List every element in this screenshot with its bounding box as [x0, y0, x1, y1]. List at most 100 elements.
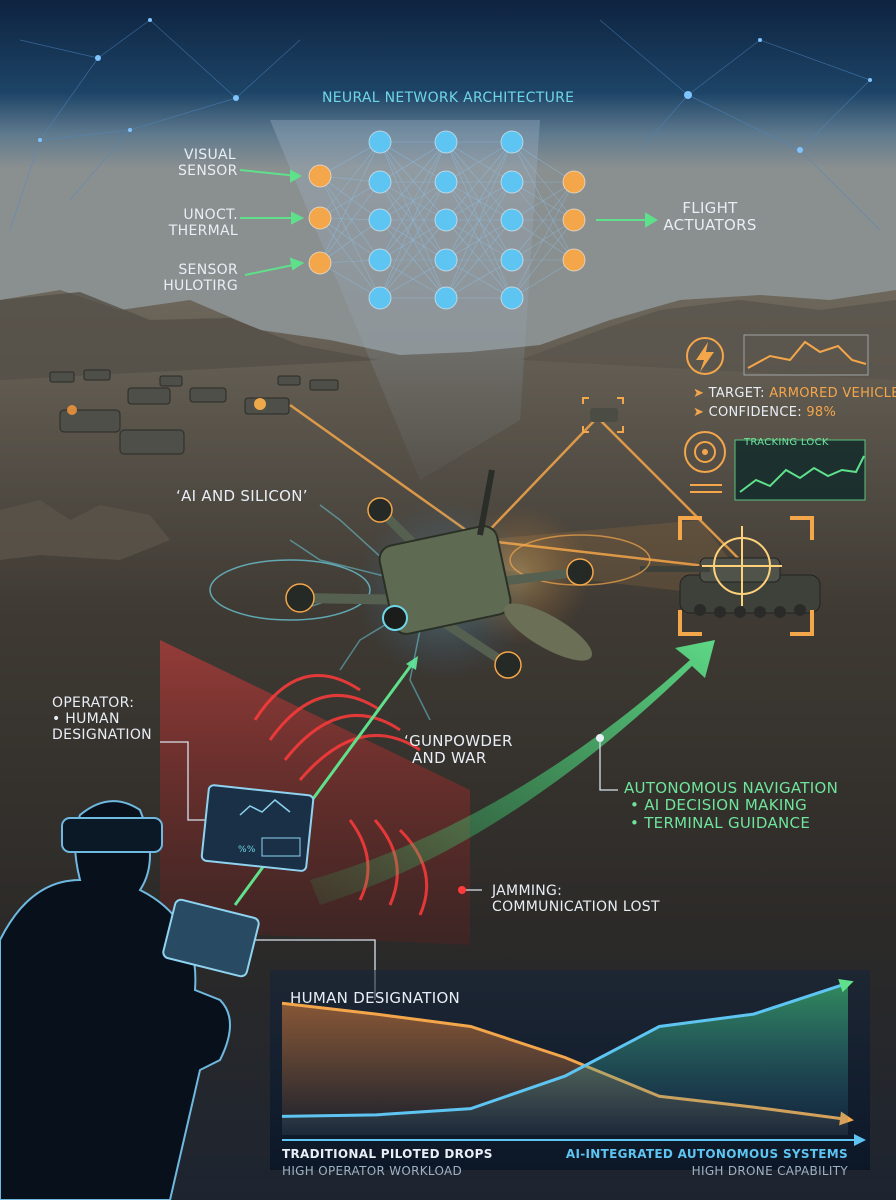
- nn-hidden-node: [368, 286, 392, 310]
- chart-series-arrow-1: [838, 978, 854, 993]
- hud-signal-chart: [747, 340, 867, 369]
- input-label-sensor: SENSOR HULOTIRG: [158, 262, 238, 294]
- nn-hidden-node: [500, 130, 524, 154]
- confidence-value: 98%: [806, 404, 837, 420]
- projection-beam: [270, 120, 540, 480]
- nn-hidden-node: [434, 248, 458, 272]
- nn-edge: [379, 141, 447, 261]
- tablet-device: [162, 898, 260, 978]
- jamming-line1: JAMMING:: [492, 883, 563, 899]
- nn-edge: [319, 181, 381, 264]
- nn-hidden-node: [434, 130, 458, 154]
- nn-edge: [511, 219, 575, 299]
- nn-output-node: [562, 208, 586, 232]
- nn-edge: [319, 219, 381, 264]
- nn-edge: [511, 181, 575, 261]
- nn-edge: [511, 141, 575, 221]
- chart-series-line-1: [281, 981, 849, 1118]
- vr-headset: [61, 817, 163, 853]
- nn-edge: [319, 175, 381, 261]
- nn-edge: [319, 217, 381, 261]
- nn-hidden-node: [434, 208, 458, 232]
- drone: [209, 469, 651, 721]
- nn-input-node: [308, 164, 332, 188]
- nn-edge: [511, 141, 575, 183]
- operator-label: OPERATOR: • HUMAN DESIGNATION: [52, 695, 152, 743]
- jamming-label: JAMMING: COMMUNICATION LOST: [492, 883, 660, 915]
- autonomy-line3: • TERMINAL GUIDANCE: [630, 813, 811, 832]
- nn-hidden-node: [500, 170, 524, 194]
- target-label: TARGET:: [708, 386, 765, 401]
- target-value: ARMORED VEHICLE: [769, 386, 896, 401]
- nn-edge: [319, 175, 381, 221]
- gunpowder-line1: ‘GUNPOWDER: [404, 732, 513, 750]
- nn-edge: [445, 141, 513, 261]
- distant-tank: [590, 408, 618, 422]
- nn-edge: [379, 141, 447, 221]
- nn-edge: [319, 141, 381, 264]
- nn-edge: [379, 181, 447, 261]
- target-line: ➤ TARGET: ARMORED VEHICLE: [693, 386, 896, 402]
- nn-hidden-node: [368, 170, 392, 194]
- fire-glow: [67, 405, 77, 415]
- chart-x-left-sub: HIGH OPERATOR WORKLOAD: [282, 1164, 463, 1178]
- confidence-label: CONFIDENCE:: [708, 404, 802, 420]
- input-label-visual-line2: SENSOR: [178, 163, 238, 180]
- floating-screen: [200, 784, 315, 872]
- nn-edge: [319, 141, 381, 219]
- ruined-buildings: [0, 500, 170, 560]
- armored-vehicle-target: [640, 557, 821, 618]
- chart-x-right-label: AI-INTEGRATED AUTONOMOUS SYSTEMS: [565, 1147, 848, 1161]
- nn-edge: [445, 141, 513, 299]
- nn-hidden-node: [434, 170, 458, 194]
- enemy-tanks-left: [49, 369, 339, 455]
- gunpowder-line2: AND WAR: [412, 749, 487, 768]
- nn-edge: [445, 181, 513, 299]
- primary-target-box: [678, 516, 814, 636]
- x-axis-arrowhead: [854, 1134, 866, 1146]
- autonomy-label: AUTONOMOUS NAVIGATION • AI DECISION MAKI…: [624, 779, 839, 832]
- explosion-glow: [254, 398, 266, 410]
- nn-input-node: [308, 251, 332, 275]
- confidence-bullet-icon: ➤: [693, 404, 709, 420]
- nn-edge: [379, 141, 447, 183]
- operator-line3: DESIGNATION: [52, 727, 152, 744]
- input-label-visual-line1: VISUAL: [183, 147, 236, 163]
- nn-hidden-node: [368, 208, 392, 232]
- neural-network-nodes: [308, 130, 586, 310]
- nn-edge: [445, 141, 513, 183]
- output-label-line2: ACTUATORS: [663, 216, 757, 235]
- nn-edge: [319, 262, 381, 299]
- chart-x-right-sub: HIGH DRONE CAPABILITY: [691, 1164, 848, 1178]
- nn-edge: [445, 181, 513, 261]
- tablet-readout: %%: [238, 845, 256, 855]
- chart-title: HUMAN DESIGNATION: [290, 989, 461, 1007]
- nn-edge: [319, 181, 381, 219]
- input-label-visual: VISUAL SENSOR: [178, 147, 238, 180]
- capability-chart: [281, 978, 854, 1135]
- target-readout: ➤ TARGET: ARMORED VEHICLE ➤ CONFIDENCE: …: [693, 386, 896, 421]
- ai-silicon-label: ‘AI AND SILICON’: [176, 487, 308, 505]
- target-hud: [684, 334, 869, 501]
- autonomy-line1: AUTONOMOUS NAVIGATION: [624, 779, 839, 797]
- input-label-sensor-line2: HULOTIRG: [163, 278, 238, 295]
- nn-hidden-node: [500, 248, 524, 272]
- nn-edge: [379, 181, 447, 299]
- left-mountains: [0, 292, 380, 380]
- output-label-line1: FLIGHT: [682, 199, 738, 217]
- autonomy-line2: • AI DECISION MAKING: [630, 796, 808, 815]
- nn-input-node: [308, 206, 332, 230]
- nn-hidden-node: [368, 130, 392, 154]
- nn-edge: [379, 219, 447, 299]
- target-bullet-icon: ➤: [693, 386, 709, 401]
- crosshair-reticle: [702, 526, 782, 606]
- nn-edge: [445, 141, 513, 221]
- jamming-line2: COMMUNICATION LOST: [492, 899, 660, 916]
- nn-hidden-node: [500, 208, 524, 232]
- right-mountains: [520, 300, 896, 380]
- nn-hidden-node: [500, 286, 524, 310]
- nn-hidden-node: [368, 248, 392, 272]
- chart-x-left-label: TRADITIONAL PILOTED DROPS: [282, 1147, 493, 1161]
- nn-edge: [511, 259, 575, 299]
